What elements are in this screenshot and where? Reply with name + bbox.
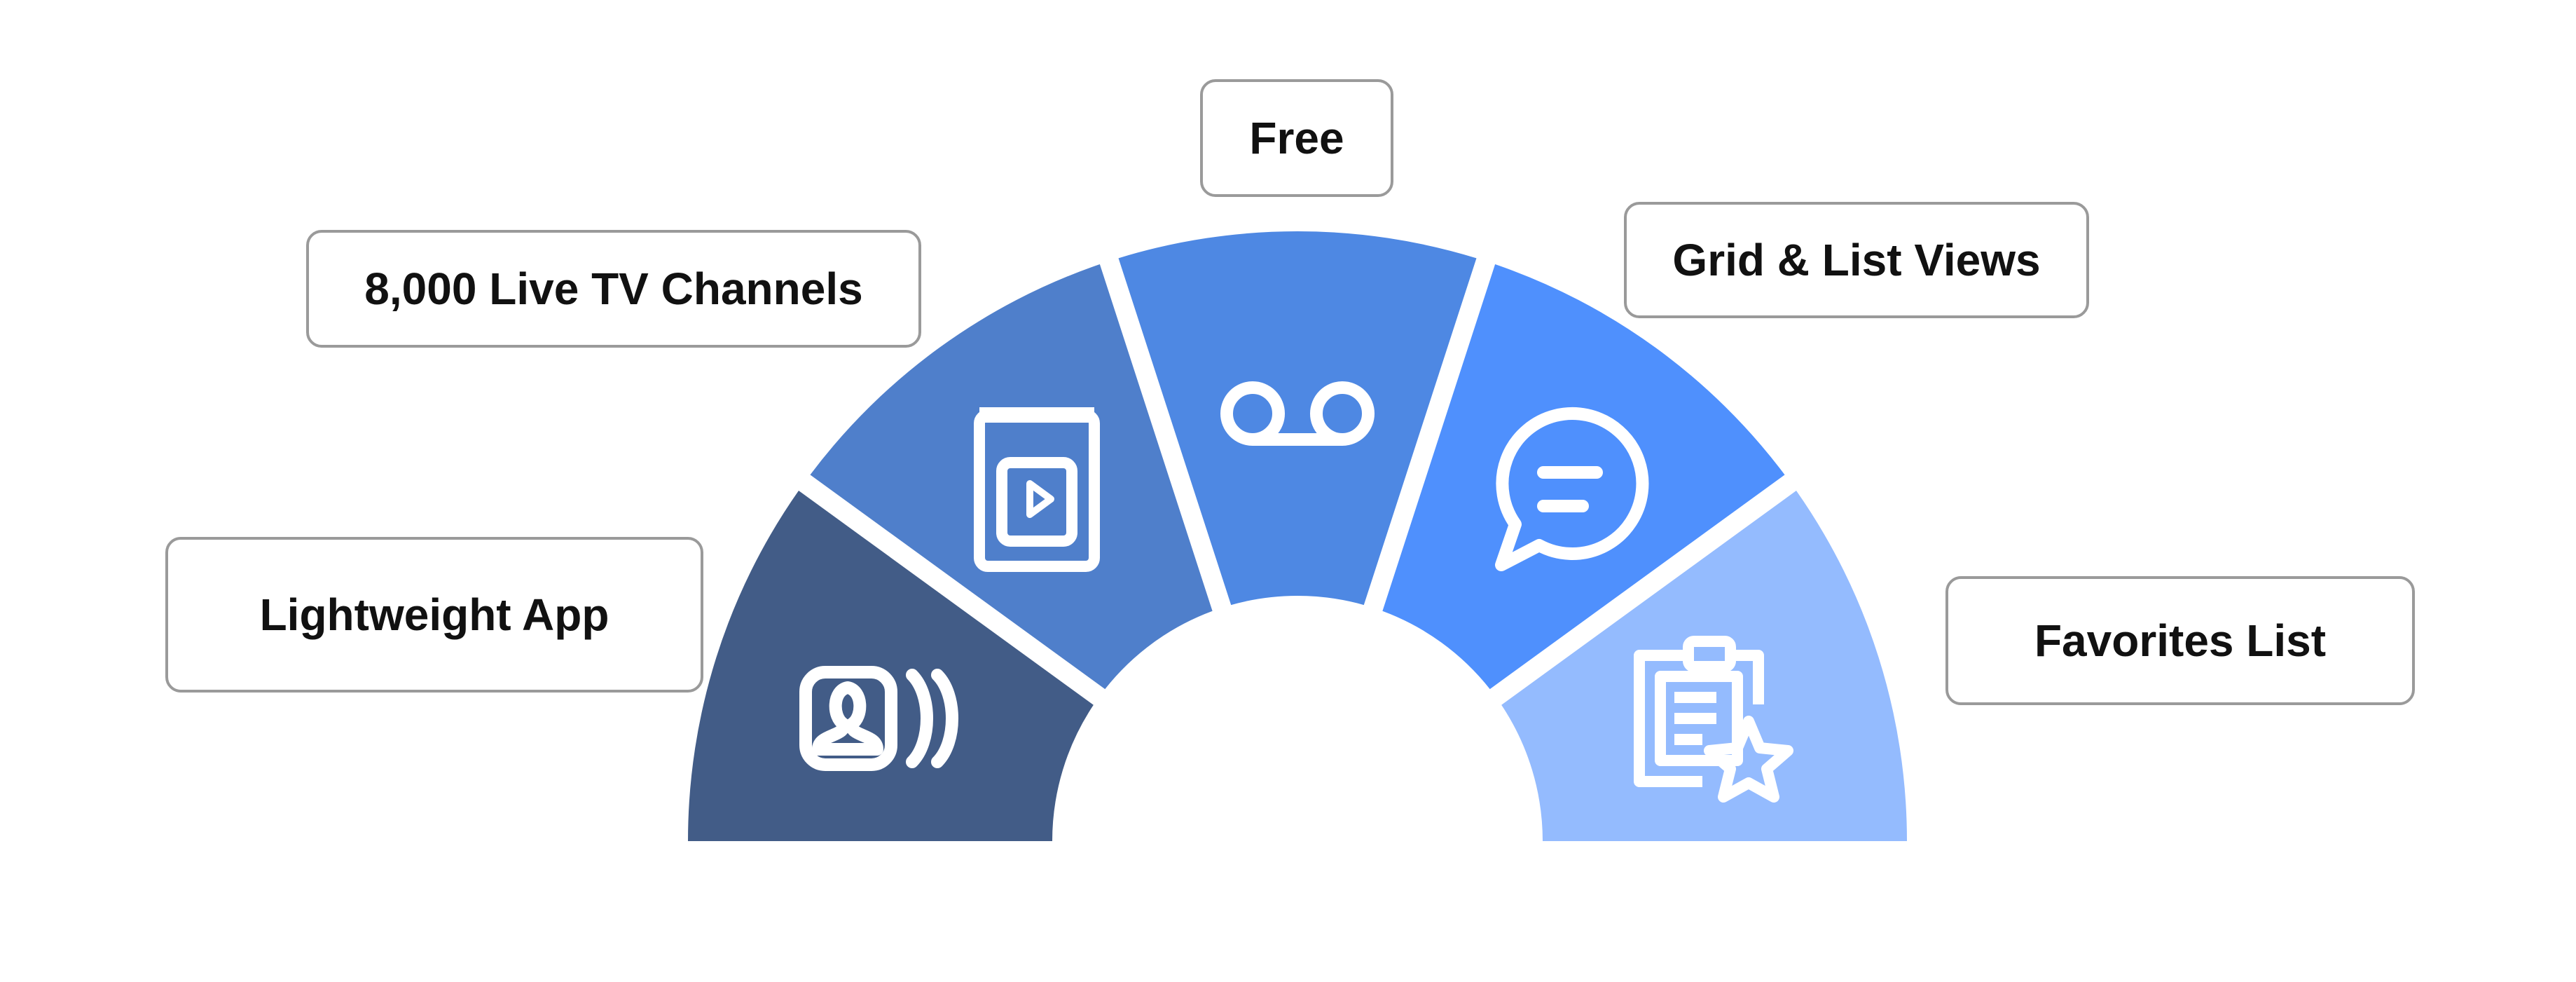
segment-free — [1118, 231, 1477, 606]
person-broadcast-icon — [799, 666, 958, 771]
video-player-icon — [974, 407, 1100, 572]
chat-bubble-icon — [1495, 407, 1649, 571]
voicemail-icon — [1220, 381, 1375, 446]
label-free: Free — [1200, 79, 1393, 197]
label-grid-list-views: Grid & List Views — [1624, 202, 2089, 318]
segment-lightweight — [688, 491, 1094, 841]
label-channels: 8,000 Live TV Channels — [306, 230, 921, 348]
label-lightweight-app: Lightweight App — [165, 537, 703, 693]
label-favorites-list: Favorites List — [1945, 576, 2415, 705]
clipboard-star-icon — [1634, 636, 1793, 803]
segment-channels — [810, 264, 1213, 690]
